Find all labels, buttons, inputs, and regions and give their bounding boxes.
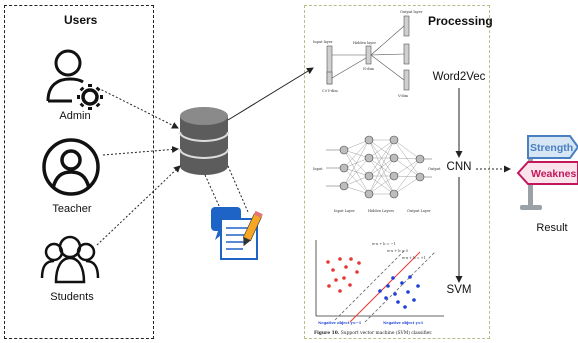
feedback-document-icon bbox=[211, 207, 263, 260]
svm-blue-points bbox=[378, 275, 420, 309]
database-icon bbox=[179, 107, 229, 175]
result-signpost-icon bbox=[516, 135, 578, 210]
processing-flow-arrows bbox=[455, 88, 511, 283]
cnn-hidden-layers-label: Hidden Layers bbox=[368, 209, 394, 213]
svm-equations: w·x + b = −1 w·x + b = 0 w·x + b = +1 bbox=[372, 242, 426, 260]
cnn-output-layer-label: Output Layer bbox=[407, 209, 431, 213]
svm-step: SVM bbox=[446, 284, 472, 296]
svm-eq-zero: w·x + b = 0 bbox=[387, 249, 408, 253]
w2v-input-layer-label: Input layer bbox=[313, 40, 333, 44]
svm-caption-rest: Support vector machine (SVM) classifier. bbox=[341, 331, 433, 336]
word2vec-step: Word2Vec bbox=[432, 71, 486, 83]
result-label: Result bbox=[536, 222, 568, 234]
users-panel-title: Users bbox=[64, 13, 98, 27]
strength-sign-label: Strength bbox=[530, 142, 573, 154]
teacher-icon bbox=[42, 138, 100, 196]
user-to-database-arrows bbox=[96, 87, 249, 246]
students-icon bbox=[40, 235, 100, 284]
w2v-hidden-layer-label: Hidden layer bbox=[353, 41, 376, 45]
cnn-input-label: Input bbox=[313, 167, 323, 171]
svm-class-label-positive: Negative object y=1 bbox=[383, 321, 424, 325]
weakness-sign-label: Weaknes bbox=[531, 168, 576, 180]
students-label: Students bbox=[50, 291, 94, 303]
cnn-input-layer-label: Input Layer bbox=[334, 209, 355, 213]
cnn-output-label: Output bbox=[428, 167, 441, 171]
svm-class-label-negative: Negative object y=−1 bbox=[318, 321, 362, 325]
teacher-label: Teacher bbox=[52, 203, 92, 215]
processing-panel bbox=[304, 5, 490, 339]
svm-red-points bbox=[326, 257, 361, 293]
w2v-v-dim-label: V-dim bbox=[397, 94, 409, 98]
w2v-cv-dim-label: C×V-dim bbox=[322, 89, 338, 93]
admin-label: Admin bbox=[59, 110, 91, 122]
svm-caption-bold: Figure 10. bbox=[314, 331, 340, 336]
svm-class-labels: Negative object y=−1 Negative object y=1 bbox=[318, 321, 424, 325]
word2vec-diagram bbox=[326, 15, 410, 91]
w2v-n-dim-label: N-dim bbox=[363, 67, 375, 71]
cnn-labels: Input Input Layer Hidden Layers Output L… bbox=[313, 167, 441, 213]
database-to-processing-arrow bbox=[227, 67, 314, 121]
svm-plot bbox=[315, 240, 444, 323]
w2v-output-layer-label: Output layer bbox=[400, 10, 423, 14]
svm-figure-caption: Figure 10. Support vector machine (SVM) … bbox=[314, 331, 432, 336]
word2vec-labels: Input layer Hidden layer Output layer C×… bbox=[313, 10, 423, 98]
admin-icon bbox=[46, 49, 103, 110]
users-panel bbox=[4, 5, 154, 339]
cnn-nodes bbox=[339, 135, 425, 199]
svm-eq-minus: w·x + b = −1 bbox=[372, 242, 396, 246]
processing-panel-title: Processing bbox=[428, 14, 493, 28]
cnn-step: CNN bbox=[446, 161, 472, 173]
svm-eq-plus: w·x + b = +1 bbox=[402, 256, 426, 260]
